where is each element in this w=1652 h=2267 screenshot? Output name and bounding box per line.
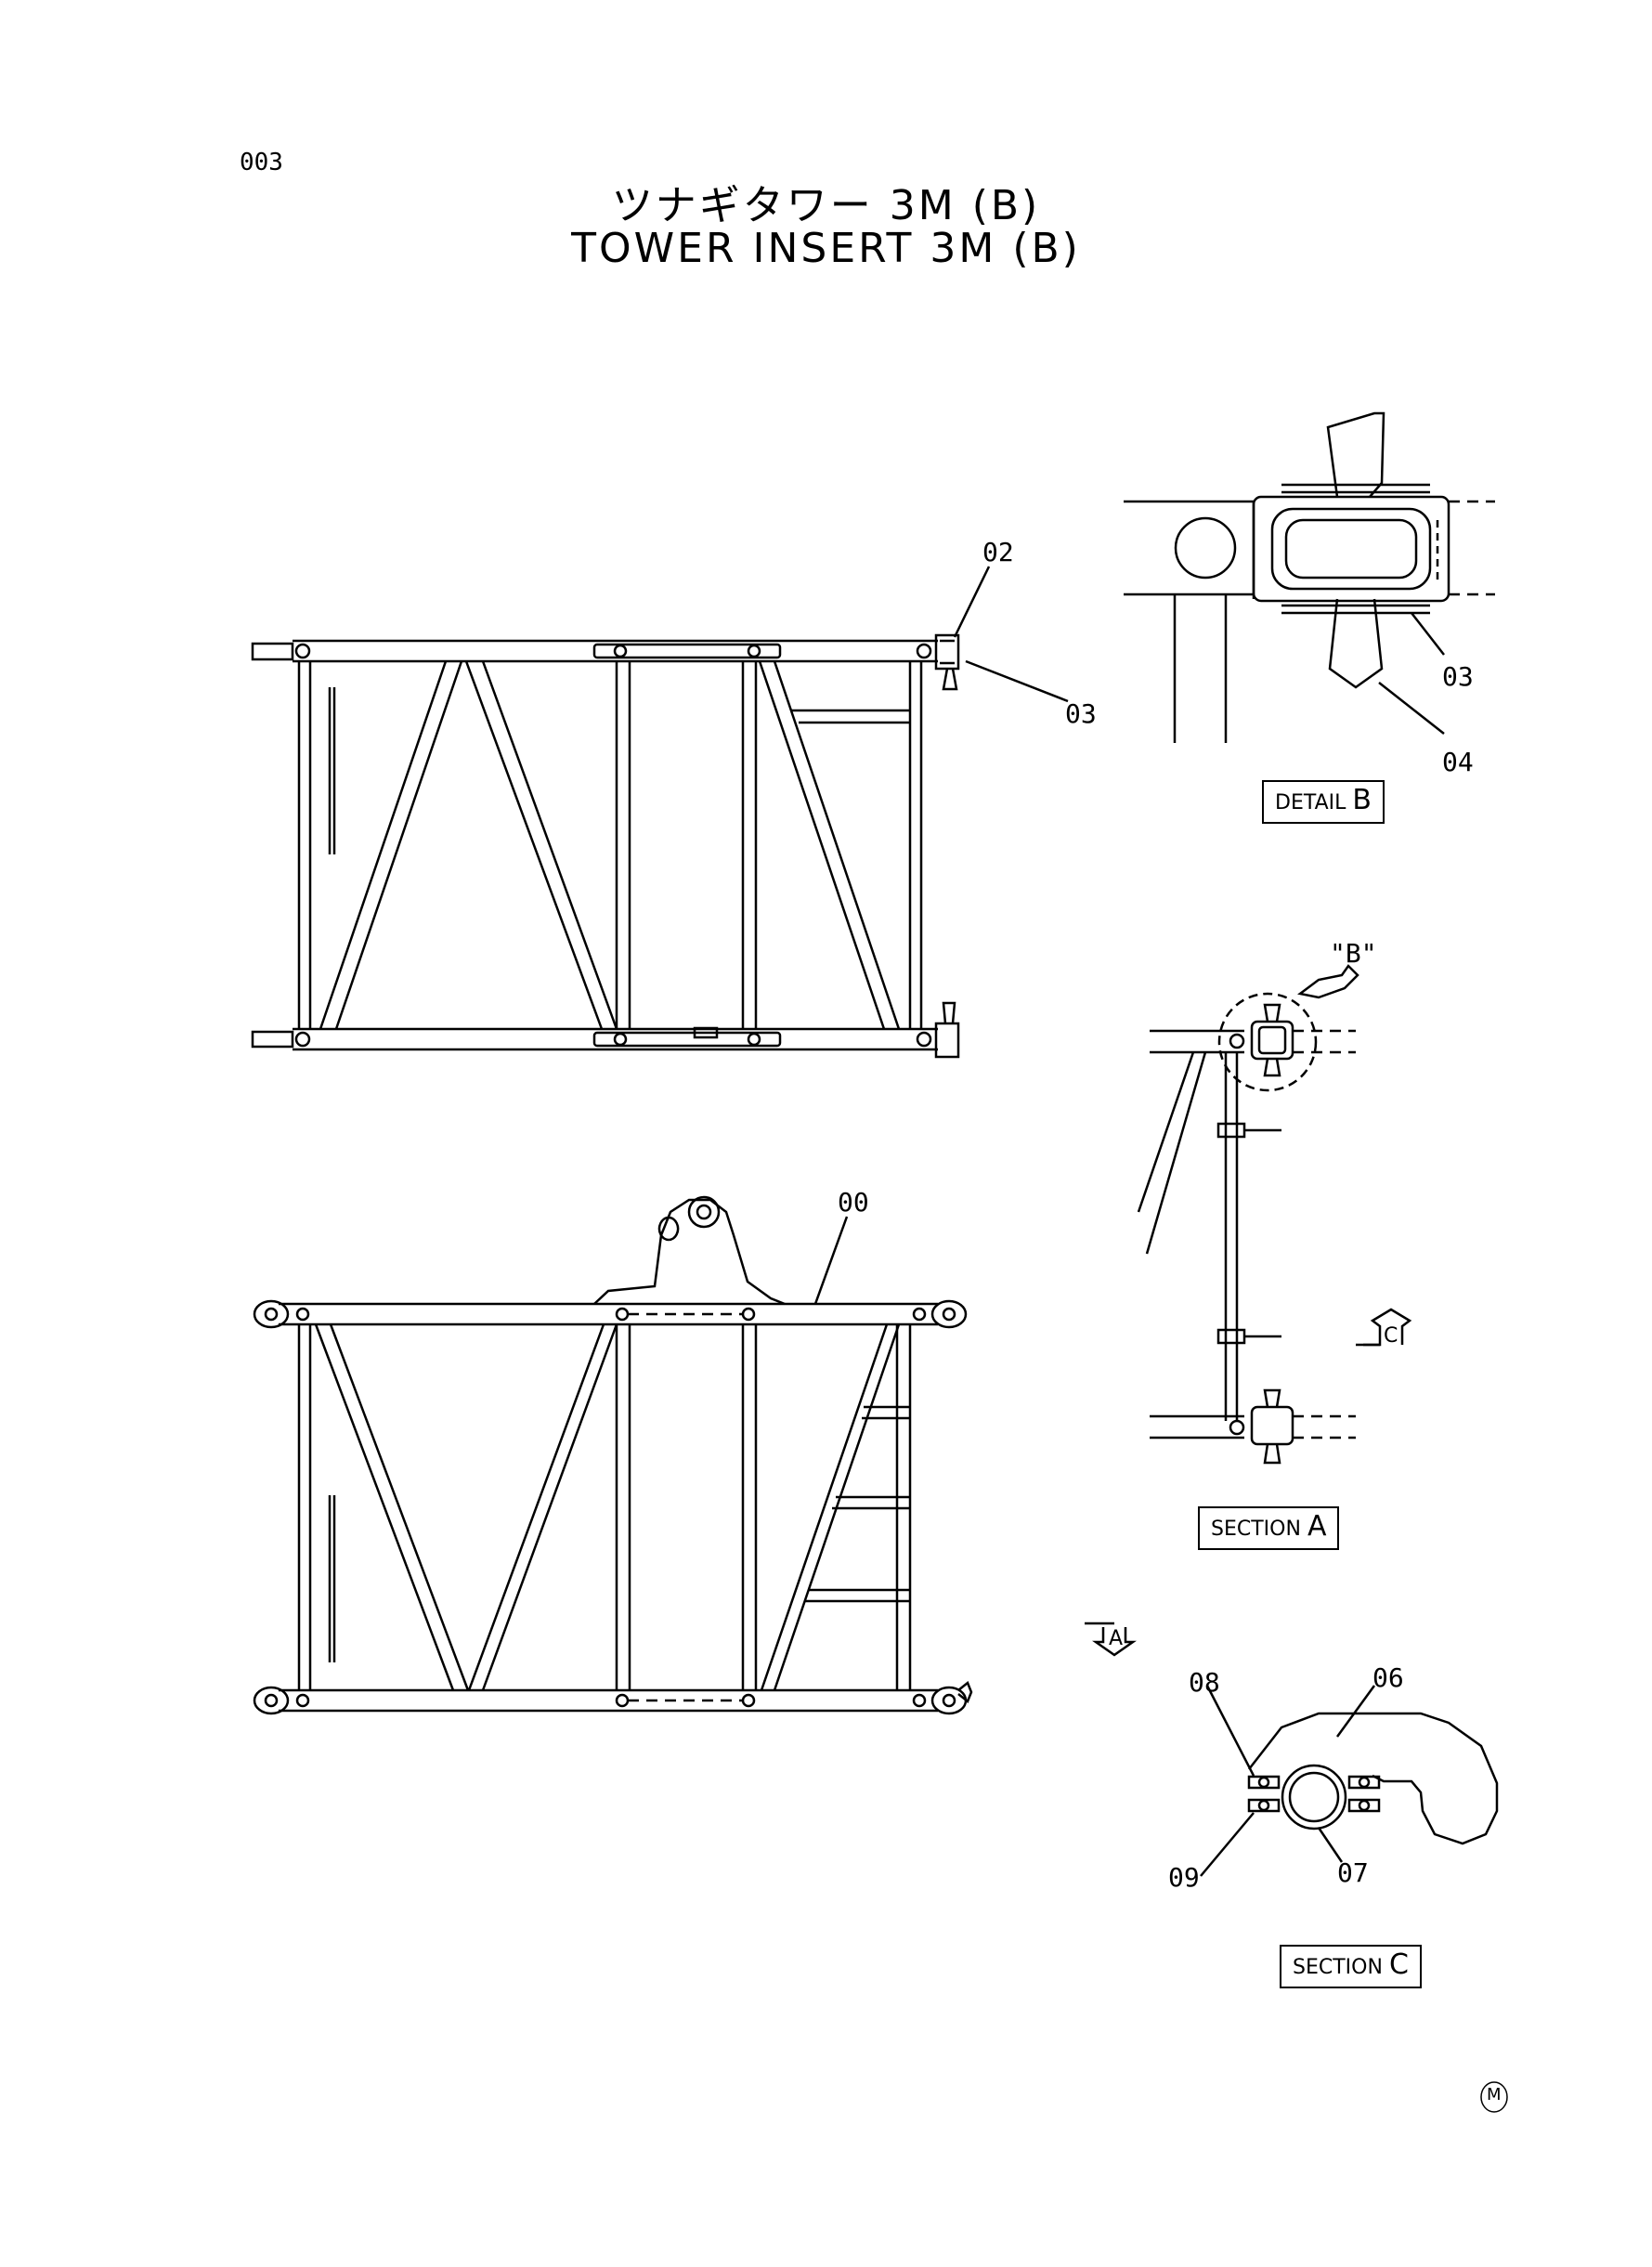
title-english: TOWER INSERT 3M (B)	[571, 225, 1081, 272]
tower-frame-top-view	[251, 633, 960, 1059]
section-a-label-prefix: SECTION	[1211, 1518, 1301, 1541]
callout-09: 09	[1168, 1862, 1200, 1893]
callout-00: 00	[838, 1187, 869, 1218]
callout-03-detail: 03	[1442, 661, 1474, 692]
callout-leaders-main	[813, 566, 1069, 1305]
section-c-label-letter: C	[1388, 1948, 1409, 1981]
section-c-drawing	[1200, 1685, 1499, 1877]
detail-b-label: DETAIL B	[1262, 780, 1385, 824]
callout-03-main: 03	[1065, 698, 1097, 729]
detail-b-label-letter: B	[1352, 784, 1372, 816]
callout-06: 06	[1372, 1662, 1404, 1693]
callout-02: 02	[982, 537, 1014, 567]
footer-mark-circle	[1480, 2081, 1508, 2113]
section-c-label-prefix: SECTION	[1293, 1956, 1383, 1979]
detail-b-reference: "B"	[1330, 938, 1377, 969]
section-a-drawing	[1137, 964, 1412, 1465]
title-japanese: ツナギタワー 3M (B)	[611, 182, 1041, 229]
section-c-label: SECTION C	[1280, 1945, 1422, 1988]
section-a-label: SECTION A	[1198, 1506, 1340, 1550]
section-a-arrow-letter: A	[1109, 1627, 1124, 1650]
callout-08: 08	[1189, 1667, 1220, 1698]
callout-04: 04	[1442, 747, 1474, 777]
detail-b-drawing	[1124, 411, 1495, 743]
section-a-arrow-marker	[1085, 1622, 1137, 1657]
section-c-arrow-letter: C	[1384, 1324, 1398, 1348]
tower-frame-side-view	[253, 1195, 973, 1715]
footer-mark: M	[1487, 2085, 1502, 2104]
page-code: 003	[240, 149, 283, 176]
callout-07: 07	[1337, 1857, 1369, 1888]
section-a-label-letter: A	[1307, 1510, 1327, 1543]
detail-b-label-prefix: DETAIL	[1275, 791, 1346, 814]
